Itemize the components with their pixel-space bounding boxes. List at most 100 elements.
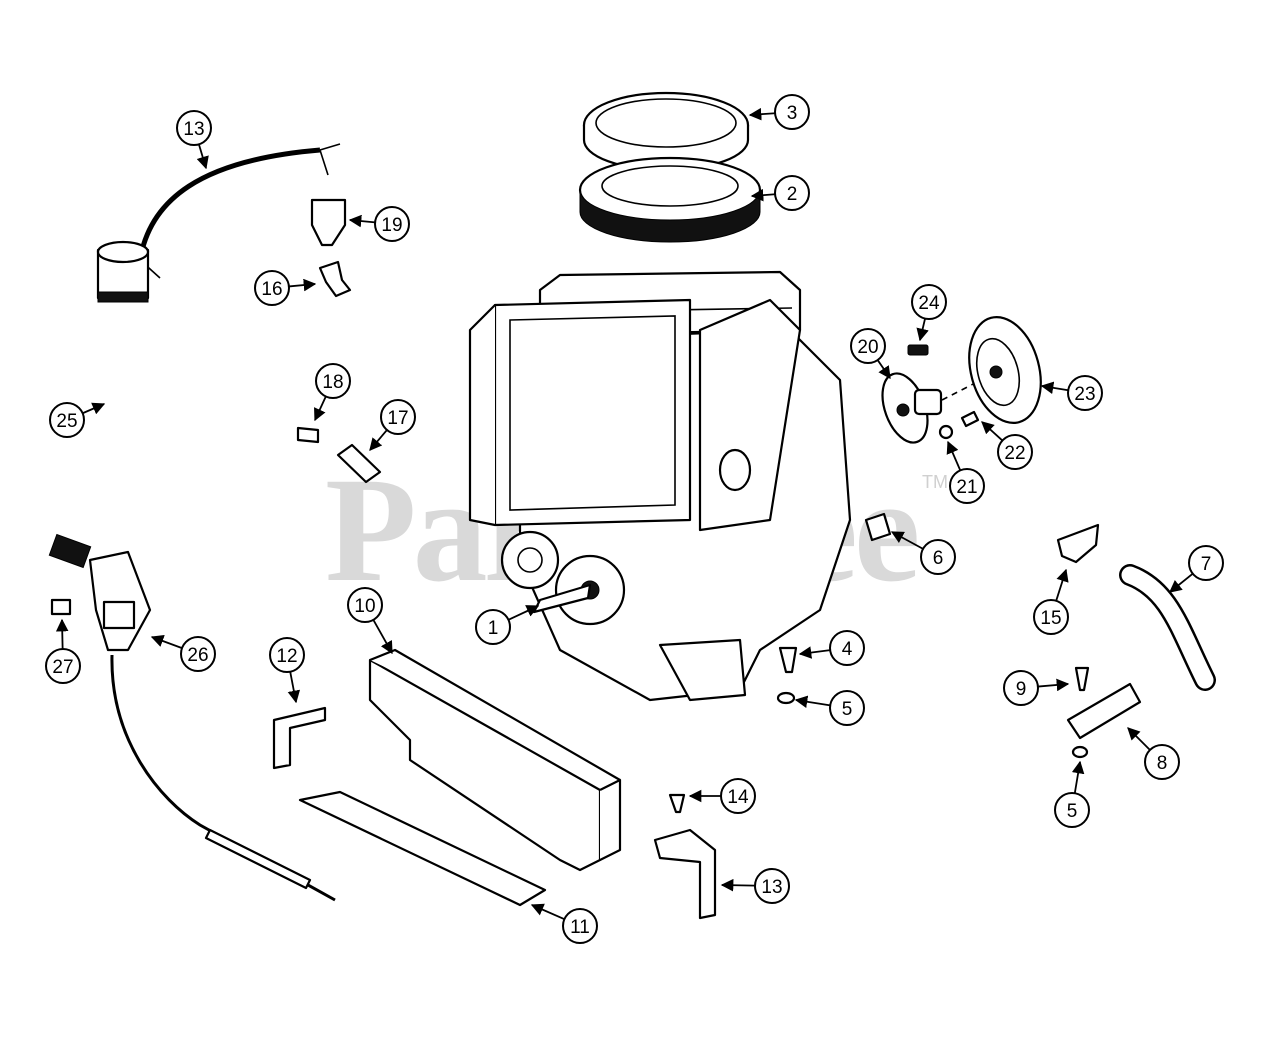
callout-circle: [1144, 744, 1180, 780]
part-nut-5a[interactable]: [776, 691, 796, 705]
callout-leader: [369, 429, 388, 451]
callout-leader: [794, 695, 831, 708]
callout-c17[interactable]: 17: [369, 399, 416, 451]
callout-circle: [475, 609, 511, 645]
part-tube-17[interactable]: [336, 443, 382, 484]
callout-c26[interactable]: 26: [150, 635, 216, 672]
part-key[interactable]: [907, 344, 929, 356]
part-bolt-22[interactable]: [960, 410, 980, 428]
callout-c6[interactable]: 6: [890, 531, 956, 575]
callout-leader: [1040, 381, 1069, 395]
part-bolt-18[interactable]: [296, 426, 320, 444]
part-bracket-12[interactable]: [272, 706, 327, 770]
callout-label: 15: [1040, 608, 1061, 629]
callout-c20[interactable]: 20: [850, 328, 891, 380]
callout-label: 12: [276, 646, 297, 667]
callout-c21[interactable]: 21: [946, 440, 985, 504]
part-throttle-control[interactable]: [48, 533, 336, 902]
callout-c14[interactable]: 14: [688, 778, 756, 814]
callout-circle: [949, 468, 985, 504]
callout-c12[interactable]: 12: [269, 637, 305, 704]
callout-circle: [1188, 545, 1224, 581]
part-air-filter[interactable]: [578, 156, 762, 243]
callout-c15[interactable]: 15: [1033, 568, 1069, 635]
part-pulley[interactable]: [958, 309, 1052, 431]
callout-label: 20: [857, 337, 878, 358]
part-screw-9[interactable]: [1074, 666, 1090, 692]
callout-label: 11: [570, 917, 590, 938]
part-nut-5b[interactable]: [1071, 745, 1089, 759]
callout-circle: [997, 434, 1033, 470]
callout-label: 27: [52, 657, 73, 678]
part-screw-14[interactable]: [668, 793, 686, 814]
part-switch[interactable]: [310, 198, 347, 247]
callout-circle: [774, 175, 810, 211]
callout-c4[interactable]: 4: [798, 630, 865, 666]
part-bolt-27[interactable]: [50, 598, 72, 616]
callout-leader: [348, 214, 376, 228]
callout-leader: [798, 646, 831, 659]
callout-c3[interactable]: 3: [748, 94, 810, 130]
callout-c5b[interactable]: 5: [1054, 760, 1090, 828]
callout-leader: [288, 278, 317, 292]
part-bracket-13[interactable]: [653, 828, 717, 920]
callout-label: 5: [1067, 801, 1078, 822]
part-wire-harness[interactable]: [131, 143, 341, 279]
callout-label: 8: [1157, 753, 1168, 774]
callout-label: 26: [187, 645, 208, 666]
callout-c11[interactable]: 11: [530, 903, 598, 944]
callout-c7[interactable]: 7: [1169, 545, 1224, 593]
part-air-cleaner-cover[interactable]: [582, 91, 750, 172]
callout-label: 21: [956, 477, 977, 498]
callout-c2[interactable]: 2: [750, 175, 810, 211]
callout-circle: [49, 402, 85, 438]
part-oil-filter[interactable]: [96, 240, 150, 303]
callout-label: 4: [842, 639, 853, 660]
part-clamp[interactable]: [1056, 523, 1100, 564]
callout-circle: [850, 328, 886, 364]
part-fitting[interactable]: [318, 260, 352, 298]
callout-c13a[interactable]: 13: [176, 110, 212, 170]
callout-c10[interactable]: 10: [347, 587, 393, 655]
callout-label: 9: [1016, 679, 1027, 700]
callout-circle: [45, 648, 81, 684]
callout-c18[interactable]: 18: [314, 363, 351, 422]
callout-c24[interactable]: 24: [911, 284, 947, 342]
watermark-trademark: TM: [922, 472, 948, 492]
callout-leader: [530, 903, 565, 921]
callout-leader: [1037, 678, 1070, 692]
callout-label: 10: [354, 596, 375, 617]
callout-c8[interactable]: 8: [1127, 727, 1180, 780]
callout-c27[interactable]: 27: [45, 618, 81, 684]
callout-circle: [829, 690, 865, 726]
part-pulley-hub[interactable]: [874, 367, 943, 448]
callout-circle: [380, 399, 416, 435]
callout-c23[interactable]: 23: [1040, 375, 1103, 411]
callout-circle: [1054, 792, 1090, 828]
callout-leader: [1127, 727, 1151, 751]
callout-c19[interactable]: 19: [348, 206, 410, 242]
part-bracket-8[interactable]: [1066, 682, 1142, 740]
part-nut-21[interactable]: [938, 424, 954, 440]
callout-c13b[interactable]: 13: [720, 868, 790, 904]
callout-circle: [254, 270, 290, 306]
part-cap-6[interactable]: [864, 512, 892, 542]
callout-c25[interactable]: 25: [49, 402, 106, 438]
callout-c16[interactable]: 16: [254, 270, 317, 306]
callout-circle: [1033, 599, 1069, 635]
callout-label: 25: [56, 411, 77, 432]
callout-leader: [82, 402, 106, 415]
part-engine-assembly[interactable]: [468, 270, 852, 702]
callout-label: 16: [261, 279, 282, 300]
callout-circle: [176, 110, 212, 146]
callout-circle: [347, 587, 383, 623]
callout-label: 18: [322, 372, 343, 393]
callout-c1[interactable]: 1: [475, 605, 540, 645]
callout-c9[interactable]: 9: [1003, 670, 1070, 706]
callout-c5a[interactable]: 5: [794, 690, 865, 726]
callout-circle: [1067, 375, 1103, 411]
part-deflector[interactable]: [298, 790, 547, 907]
callout-c22[interactable]: 22: [981, 421, 1033, 470]
part-bolt-4[interactable]: [778, 646, 798, 674]
